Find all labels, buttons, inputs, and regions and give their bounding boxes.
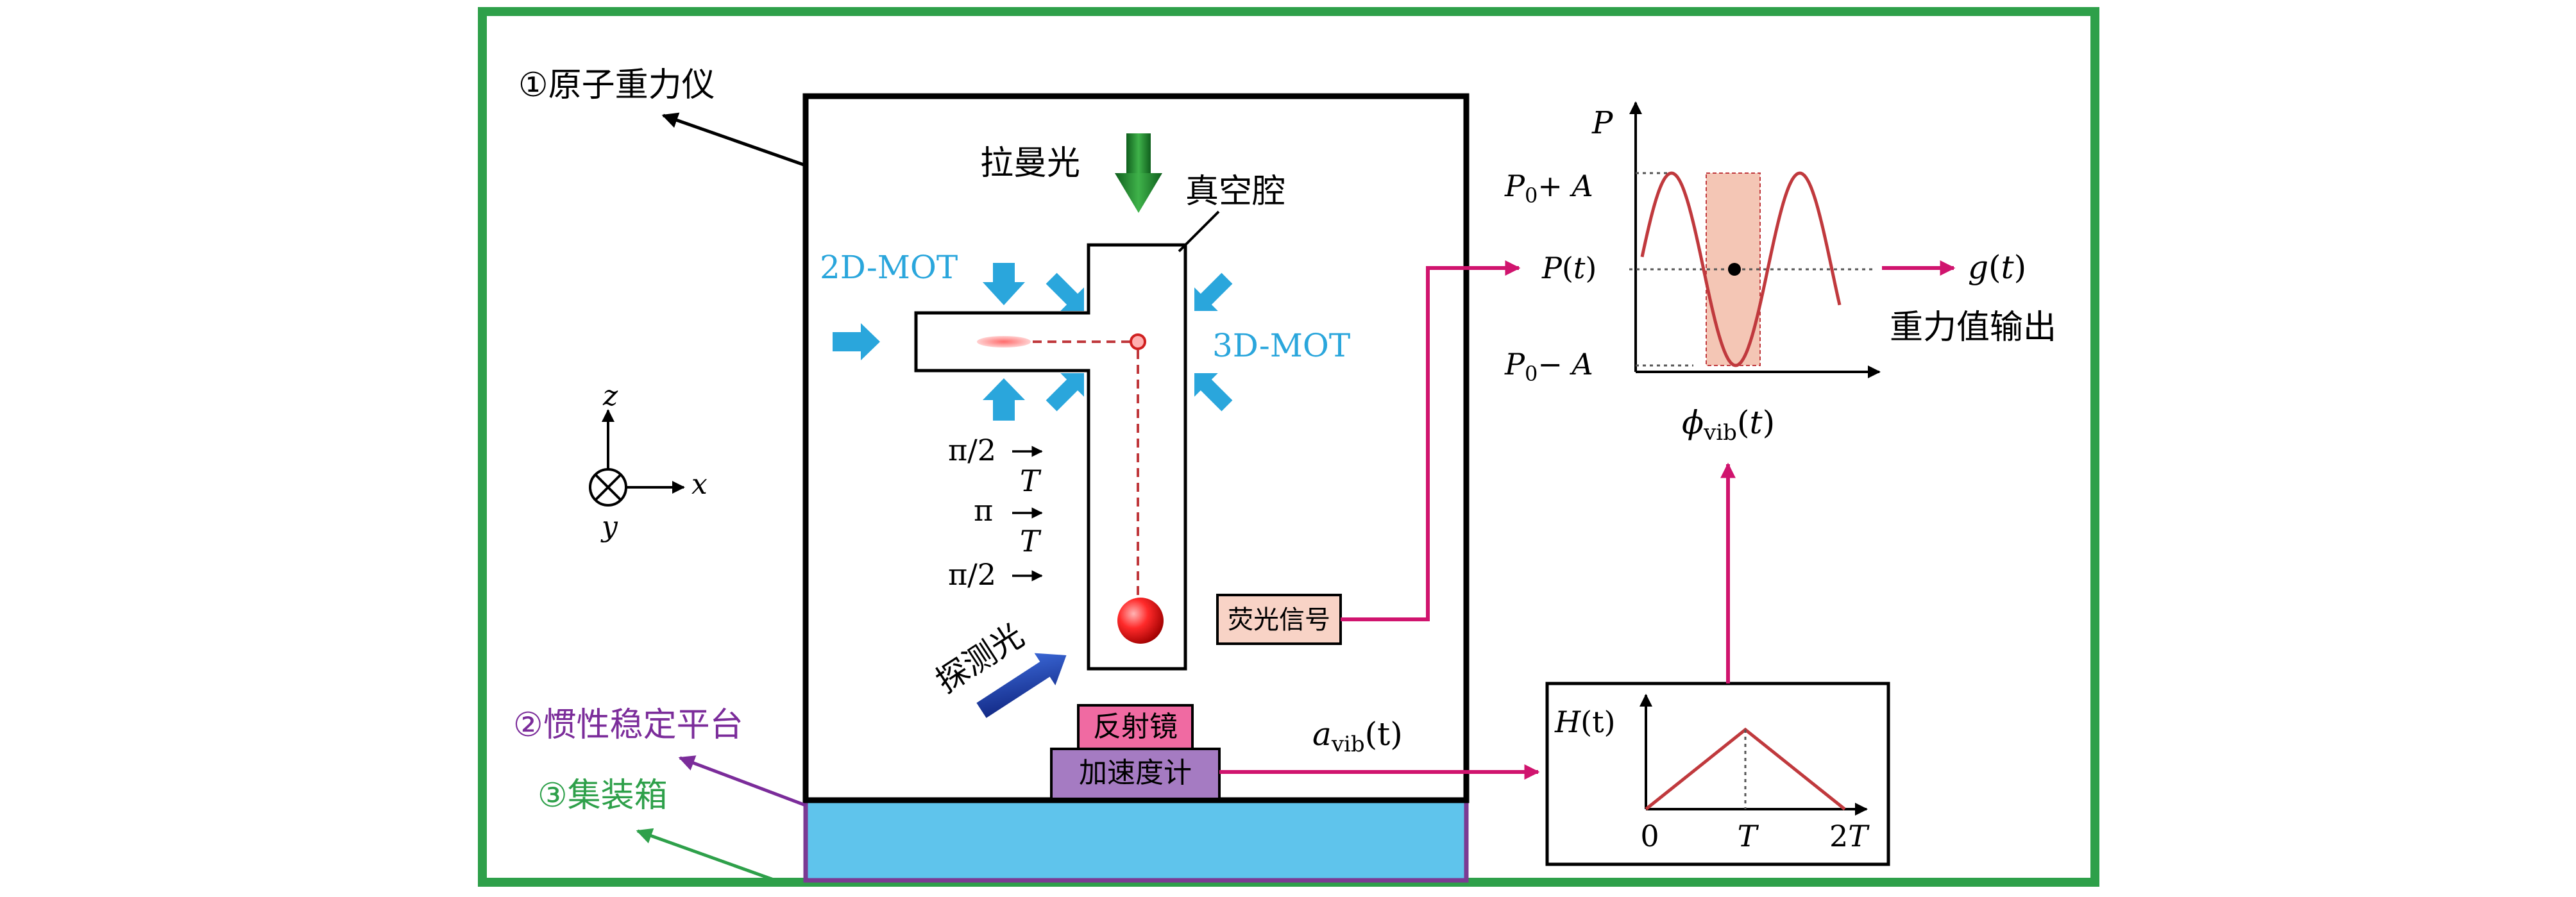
fringe-chart [1629, 101, 1881, 378]
fluorescence-label: 荧光信号 [1228, 605, 1330, 635]
operating-point [1728, 263, 1741, 276]
inertial-platform-leader [678, 755, 806, 807]
axes-indicator: z x y [589, 380, 708, 543]
atom-cloud-2d [977, 336, 1031, 348]
probe-light-arrow [976, 653, 1067, 718]
inertial-platform-label: ②惯性稳定平台 [513, 706, 743, 744]
fringe-tick-bottom: P0− A [1504, 347, 1593, 386]
fluorescence-signal-line [1341, 260, 1521, 621]
gap-2-label: T [1020, 524, 1042, 558]
accelerometer-label: 加速度计 [1079, 757, 1192, 789]
container-leader [636, 828, 774, 882]
axis-z-label: z [602, 380, 618, 412]
vacuum-chamber-label: 真空腔 [1185, 172, 1285, 211]
mot-3d-label: 3D-MOT [1212, 327, 1350, 364]
fluorescence-box [1216, 594, 1342, 645]
h-panel [1545, 682, 1890, 866]
accelerometer [1050, 748, 1221, 800]
gravity-output-label: 重力值输出 [1890, 308, 2056, 347]
container-label: ③集装箱 [538, 776, 668, 815]
h-tick-2T: 2T [1829, 819, 1870, 853]
h-tick-T: T [1738, 819, 1759, 853]
mot-2d-arrows [833, 263, 1025, 421]
pulse-3-label: π/2 [948, 557, 996, 592]
mot-3d-arrows [1046, 272, 1233, 412]
fringe-ylabel: P [1591, 105, 1613, 141]
mirror-label: 反射镜 [1093, 710, 1178, 743]
fringe-tick-mid: P(t) [1541, 251, 1597, 285]
atom-cloud-3d [1130, 333, 1146, 350]
atom-gravimeter-leader [661, 112, 806, 167]
pulse-2-label: π [974, 493, 993, 528]
mot-2d-label: 2D-MOT [820, 249, 958, 286]
h-tick-0: 0 [1640, 819, 1659, 853]
axis-x-label: x [691, 468, 708, 501]
fringe-tick-top: P0+ A [1504, 169, 1593, 208]
inertial-platform [803, 798, 1469, 883]
raman-light-arrow [1115, 133, 1162, 213]
raman-light-label: 拉曼光 [980, 144, 1080, 183]
gap-1-label: T [1020, 464, 1042, 498]
g-t-label: g(t) [1968, 249, 2026, 286]
pulse-1-label: π/2 [948, 433, 996, 467]
vacuum-chamber [914, 243, 1187, 671]
phi-vib-label: ϕvib(t) [1682, 404, 1775, 446]
a-vib-label: avib(t) [1312, 716, 1403, 757]
axis-y-label: y [600, 510, 618, 543]
falling-atom [1117, 598, 1164, 644]
vacuum-chamber-leader [1178, 210, 1220, 253]
atom-gravimeter-label: ①原子重力仪 [518, 66, 715, 105]
fringe-curve [1640, 171, 1842, 367]
h-chart [1640, 694, 1868, 816]
h-ylabel: H(t) [1554, 705, 1616, 739]
pulse-sequence: π/2 T π T π/2 [948, 433, 1043, 592]
mirror [1077, 704, 1194, 750]
